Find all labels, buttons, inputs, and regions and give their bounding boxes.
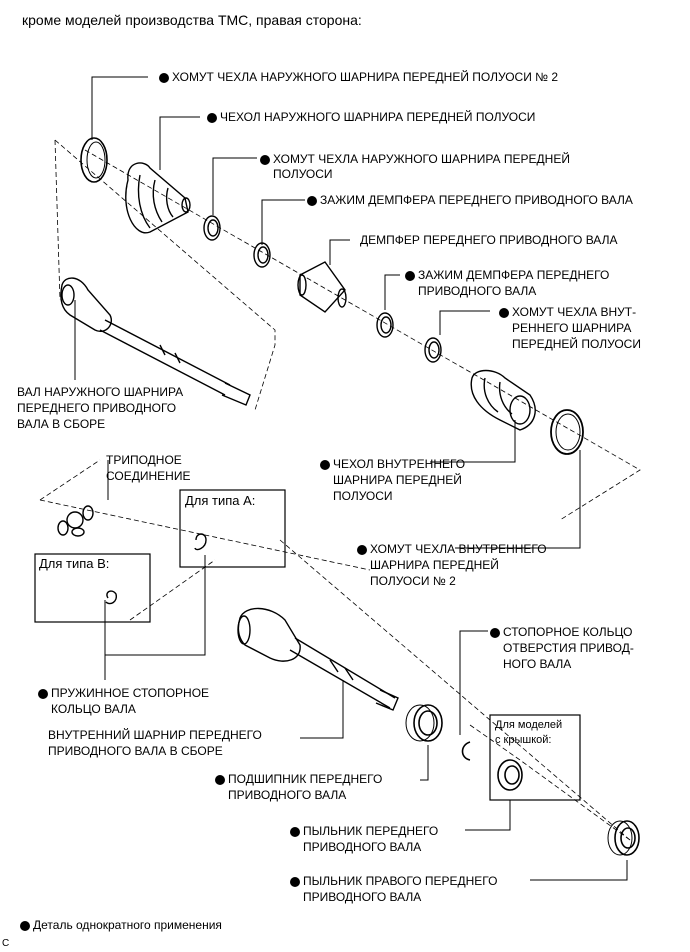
label-damper-clamp-a: ЗАЖИМ ДЕМПФЕРА ПЕРЕДНЕГО ПРИВОДНОГО ВАЛА [307,193,633,208]
outer-joint-shaft-part [60,277,251,406]
label-rh-dust-seal-line1: ПЫЛЬНИК ПРАВОГО ПЕРЕДНЕГО [290,874,497,889]
corner-mark: C [2,938,10,949]
label-dust-seal-line2: ПРИВОДНОГО ВАЛА [303,840,422,854]
tripod-joint-part [57,505,94,537]
bearing-part [405,704,443,742]
label-inner-joint-line2: ПРИВОДНОГО ВАЛА В СБОРЕ [48,744,223,758]
label-clamp-inner-no2-line1: ХОМУТ ЧЕХЛА ВНУТРЕННЕГО [357,542,547,557]
label-snap-ring-hole-line3: НОГО ВАЛА [503,657,572,671]
inner-joint-assembly-part [237,607,399,711]
damper-clamp-b-part [376,312,394,338]
dust-seal-part [497,759,523,791]
label-dust-seal-line1: ПЫЛЬНИК ПЕРЕДНЕГО [290,824,438,839]
legend-single-use-part: Деталь однократного применения [20,918,222,933]
label-tripod-line1: ТРИПОДНОЕ [106,453,182,467]
label-boot-outer: ЧЕХОЛ НАРУЖНОГО ШАРНИРА ПЕРЕДНЕЙ ПОЛУОСИ [207,110,535,125]
label-spring-snap-ring-line2: КОЛЬЦО ВАЛА [51,702,136,716]
inner-boot-clamp-no2-part [550,409,584,455]
label-clamp-outer-line2: ПОЛУОСИ [273,167,333,181]
rh-dust-seal-part [607,820,640,856]
label-spring-snap-ring-line1: ПРУЖИННОЕ СТОПОРНОЕ [38,686,209,701]
label-inner-joint-line1: ВНУТРЕННИЙ ШАРНИР ПЕРЕДНЕГО [48,728,262,742]
type-a-snap-ring-part [194,533,207,551]
outer-boot-clamp-no2-part [80,137,108,183]
label-snap-ring-hole-line1: СТОПОРНОЕ КОЛЬЦО [490,625,632,640]
outer-boot-clamp-part [203,215,221,241]
label-boot-inner-line3: ПОЛУОСИ [333,489,393,503]
label-bearing-line1: ПОДШИПНИК ПЕРЕДНЕГО [215,772,382,787]
label-clamp-outer-line1: ХОМУТ ЧЕХЛА НАРУЖНОГО ШАРНИРА ПЕРЕДНЕЙ [260,152,570,167]
inner-boot-part [470,369,536,431]
label-boot-inner-line2: ШАРНИРА ПЕРЕДНЕЙ [333,473,462,487]
type-a-box [179,489,286,568]
label-snap-ring-hole-line2: ОТВЕРСТИЯ ПРИВОД- [503,641,634,655]
label-cap-models-line2: с крышкой: [495,734,552,746]
outer-boot-part [125,162,191,234]
leader-lines [74,76,628,881]
label-boot-inner-line1: ЧЕХОЛ ВНУТРЕННЕГО [320,457,465,472]
label-damper: ДЕМПФЕР ПЕРЕДНЕГО ПРИВОДНОГО ВАЛА [360,233,618,247]
label-clamp-inner-line3: ПЕРЕДНЕЙ ПОЛУОСИ [512,337,641,351]
label-clamp-inner-no2-line2: ШАРНИРА ПЕРЕДНЕЙ [370,558,499,572]
label-cap-models-line1: Для моделей [495,719,563,731]
label-bearing-line2: ПРИВОДНОГО ВАЛА [228,788,347,802]
label-damper-clamp-b-line1: ЗАЖИМ ДЕМПФЕРА ПЕРЕДНЕГО [405,268,609,283]
hole-snap-ring-part [461,741,471,761]
label-outer-shaft-line3: ВАЛА В СБОРЕ [17,417,106,431]
label-type-b: Для типа В: [39,556,110,571]
page-title: кроме моделей производства ТМС, правая с… [22,12,362,28]
label-outer-shaft-line1: ВАЛ НАРУЖНОГО ШАРНИРА [17,385,184,399]
type-b-snap-ring-part [105,590,118,605]
damper-part [297,261,347,313]
label-clamp-outer-no2: ХОМУТ ЧЕХЛА НАРУЖНОГО ШАРНИРА ПЕРЕДНЕЙ П… [159,70,558,85]
assembly-guide-lines [39,139,641,841]
label-clamp-inner-no2-line3: ПОЛУОСИ № 2 [370,574,456,588]
damper-clamp-a-part [253,242,271,268]
cap-models-box [489,714,581,801]
label-damper-clamp-b-line2: ПРИВОДНОГО ВАЛА [418,284,537,298]
label-type-a: Для типа А: [185,493,256,508]
type-b-box [34,553,151,623]
label-outer-shaft-line2: ПЕРЕДНЕГО ПРИВОДНОГО [17,401,177,415]
label-clamp-inner-line2: РЕННЕГО ШАРНИРА [512,321,632,335]
label-clamp-inner-line1: ХОМУТ ЧЕХЛА ВНУТ- [499,305,636,320]
label-rh-dust-seal-line2: ПРИВОДНОГО ВАЛА [303,890,422,904]
label-tripod-line2: СОЕДИНЕНИЕ [106,469,191,483]
inner-boot-clamp-part [424,337,442,363]
